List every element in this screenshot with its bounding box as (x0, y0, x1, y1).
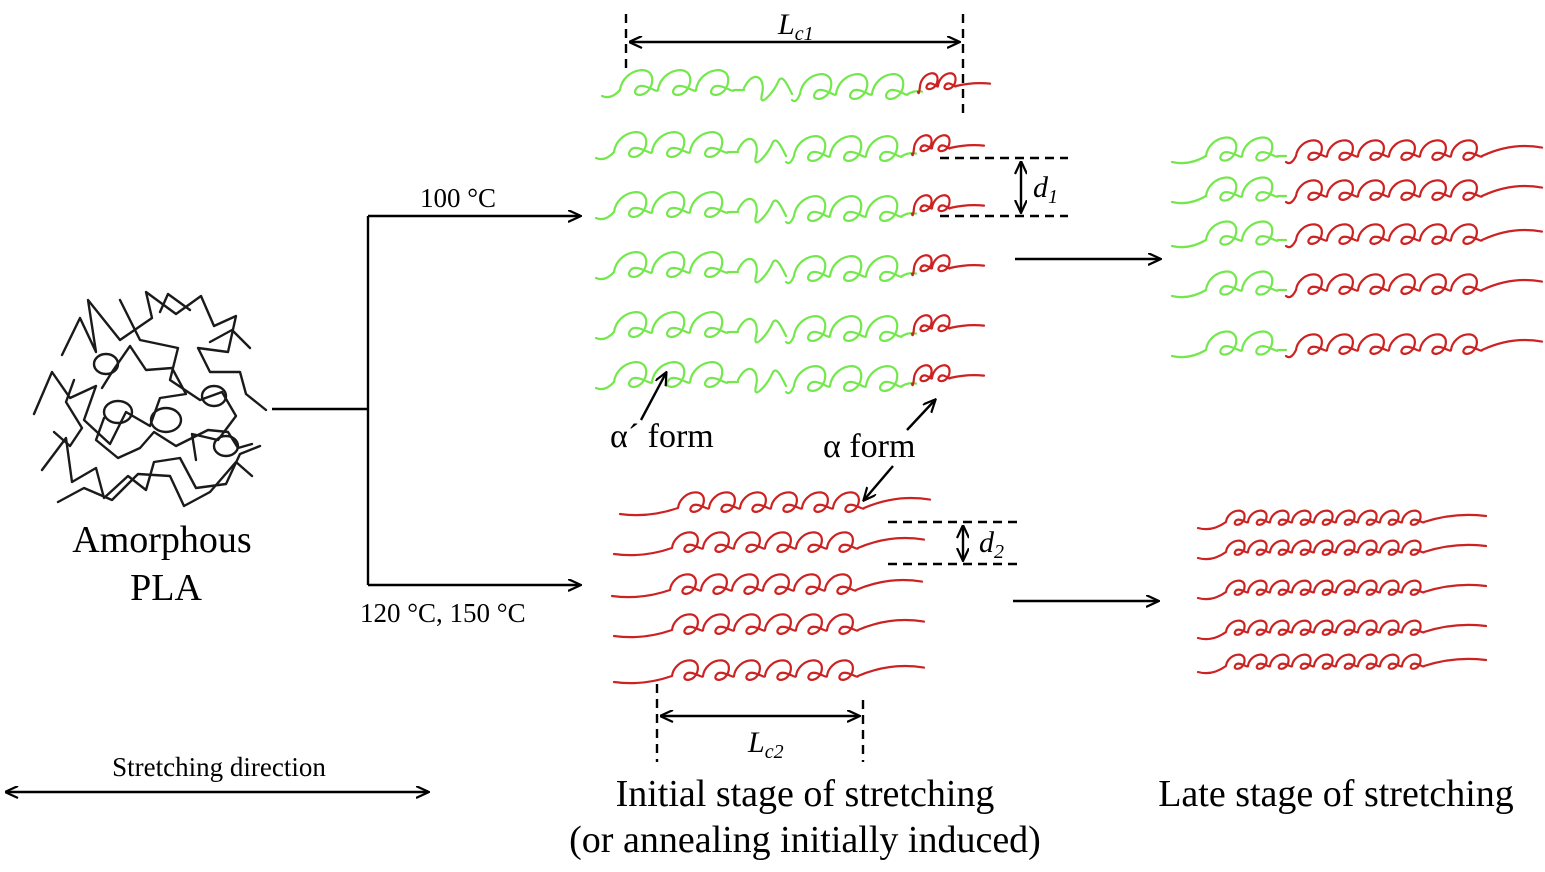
alpha-prime-chain-segment (784, 195, 918, 225)
alpha-prime-chain-kink (736, 257, 788, 284)
alpha-late-segment (1284, 139, 1544, 165)
alpha-prime-chain-kink (736, 197, 788, 224)
alpha-late-chain (1196, 579, 1488, 601)
alpha-late-chain (1196, 509, 1488, 531)
alpha-form-label: α form (823, 428, 915, 465)
alpha-late-chains (1196, 509, 1488, 675)
alpha-chain-tip (910, 254, 986, 277)
alpha-prime-late-segment (1170, 176, 1288, 205)
alpha-chain (618, 491, 932, 517)
alpha-late-chain (1196, 539, 1488, 561)
alpha-chain-tip (910, 134, 986, 157)
amorphous-strand (158, 292, 192, 314)
alpha-prime-chain-segment (594, 361, 740, 391)
amorphous-loop (102, 399, 134, 425)
alpha-chain-tip (916, 72, 992, 95)
alpha-chain (610, 573, 924, 599)
alpha-late-chain (1196, 653, 1488, 675)
amorphous-strand (208, 328, 252, 350)
alpha-chain-tip (910, 314, 986, 337)
lc1-label: Lc1 (777, 8, 814, 45)
amorphous-label-line2: PLA (130, 567, 202, 609)
alpha-prime-late-chains (1170, 136, 1544, 359)
initial-stage-caption-line2: (or annealing initially induced) (569, 819, 1041, 861)
lc2-label: Lc2 (747, 726, 784, 763)
amorphous-pla-tangle (32, 290, 268, 508)
alpha-late-segment (1284, 273, 1544, 299)
alpha-prime-chain-kink (736, 137, 788, 164)
alpha-prime-late-segment (1170, 220, 1288, 249)
alpha-prime-chain-segment (594, 191, 740, 221)
d2-label: d2 (979, 526, 1004, 563)
alpha-chain (612, 659, 926, 685)
temp-upper-label: 100 °C (420, 183, 496, 213)
alpha-prime-chain-segment (784, 365, 918, 395)
alpha-late-chain (1196, 619, 1488, 641)
alpha-late-segment (1284, 223, 1544, 249)
alpha-prime-form-label: α´ form (610, 418, 714, 455)
temp-lower-label: 120 °C, 150 °C (360, 598, 526, 628)
alpha-prime-chain-kink (736, 317, 788, 344)
alpha-prime-chain-segment (594, 311, 740, 341)
alpha-prime-chain-kink (736, 367, 788, 394)
amorphous-loop (200, 384, 228, 408)
amorphous-label-line1: Amorphous (72, 519, 251, 561)
alpha-prime-initial-chains (594, 69, 992, 395)
amorphous-strand (52, 378, 84, 448)
stretching-direction-label: Stretching direction (112, 752, 326, 782)
d1-label: d1 (1033, 171, 1058, 208)
amorphous-strand (94, 416, 254, 460)
alpha-prime-chain-segment (594, 131, 740, 161)
amorphous-strand (118, 298, 238, 462)
alpha-chain-tip (910, 194, 986, 217)
amorphous-strand (60, 290, 268, 412)
amorphous-strand (32, 344, 188, 446)
alpha-chain-tip (910, 364, 986, 387)
alpha-late-segment (1284, 179, 1544, 205)
amorphous-strand (40, 436, 262, 500)
alpha-prime-chain-segment (784, 135, 918, 165)
amorphous-loop (212, 434, 240, 458)
alpha-pointer-up (906, 400, 935, 431)
alpha-prime-chain-segment (784, 315, 918, 345)
alpha-prime-chain-segment (594, 251, 740, 281)
alpha-prime-chain-segment (600, 69, 746, 99)
amorphous-loop (92, 352, 120, 376)
alpha-prime-chain-segment (790, 73, 924, 103)
alpha-prime-chain-segment (784, 255, 918, 285)
alpha-prime-late-segment (1170, 136, 1288, 165)
initial-stage-caption-line1: Initial stage of stretching (616, 773, 995, 815)
alpha-late-segment (1284, 333, 1544, 359)
alpha-chain (612, 531, 926, 557)
alpha-initial-chains (610, 491, 932, 685)
late-stage-caption: Late stage of stretching (1158, 773, 1514, 815)
alpha-prime-chain-kink (742, 75, 794, 102)
amorphous-loop (149, 406, 183, 434)
alpha-pointer-down (864, 465, 894, 500)
amorphous-strand (56, 460, 254, 508)
alpha-prime-pointer (639, 373, 666, 421)
alpha-chain (612, 613, 926, 639)
alpha-prime-late-segment (1170, 330, 1288, 359)
alpha-prime-late-segment (1170, 270, 1288, 299)
